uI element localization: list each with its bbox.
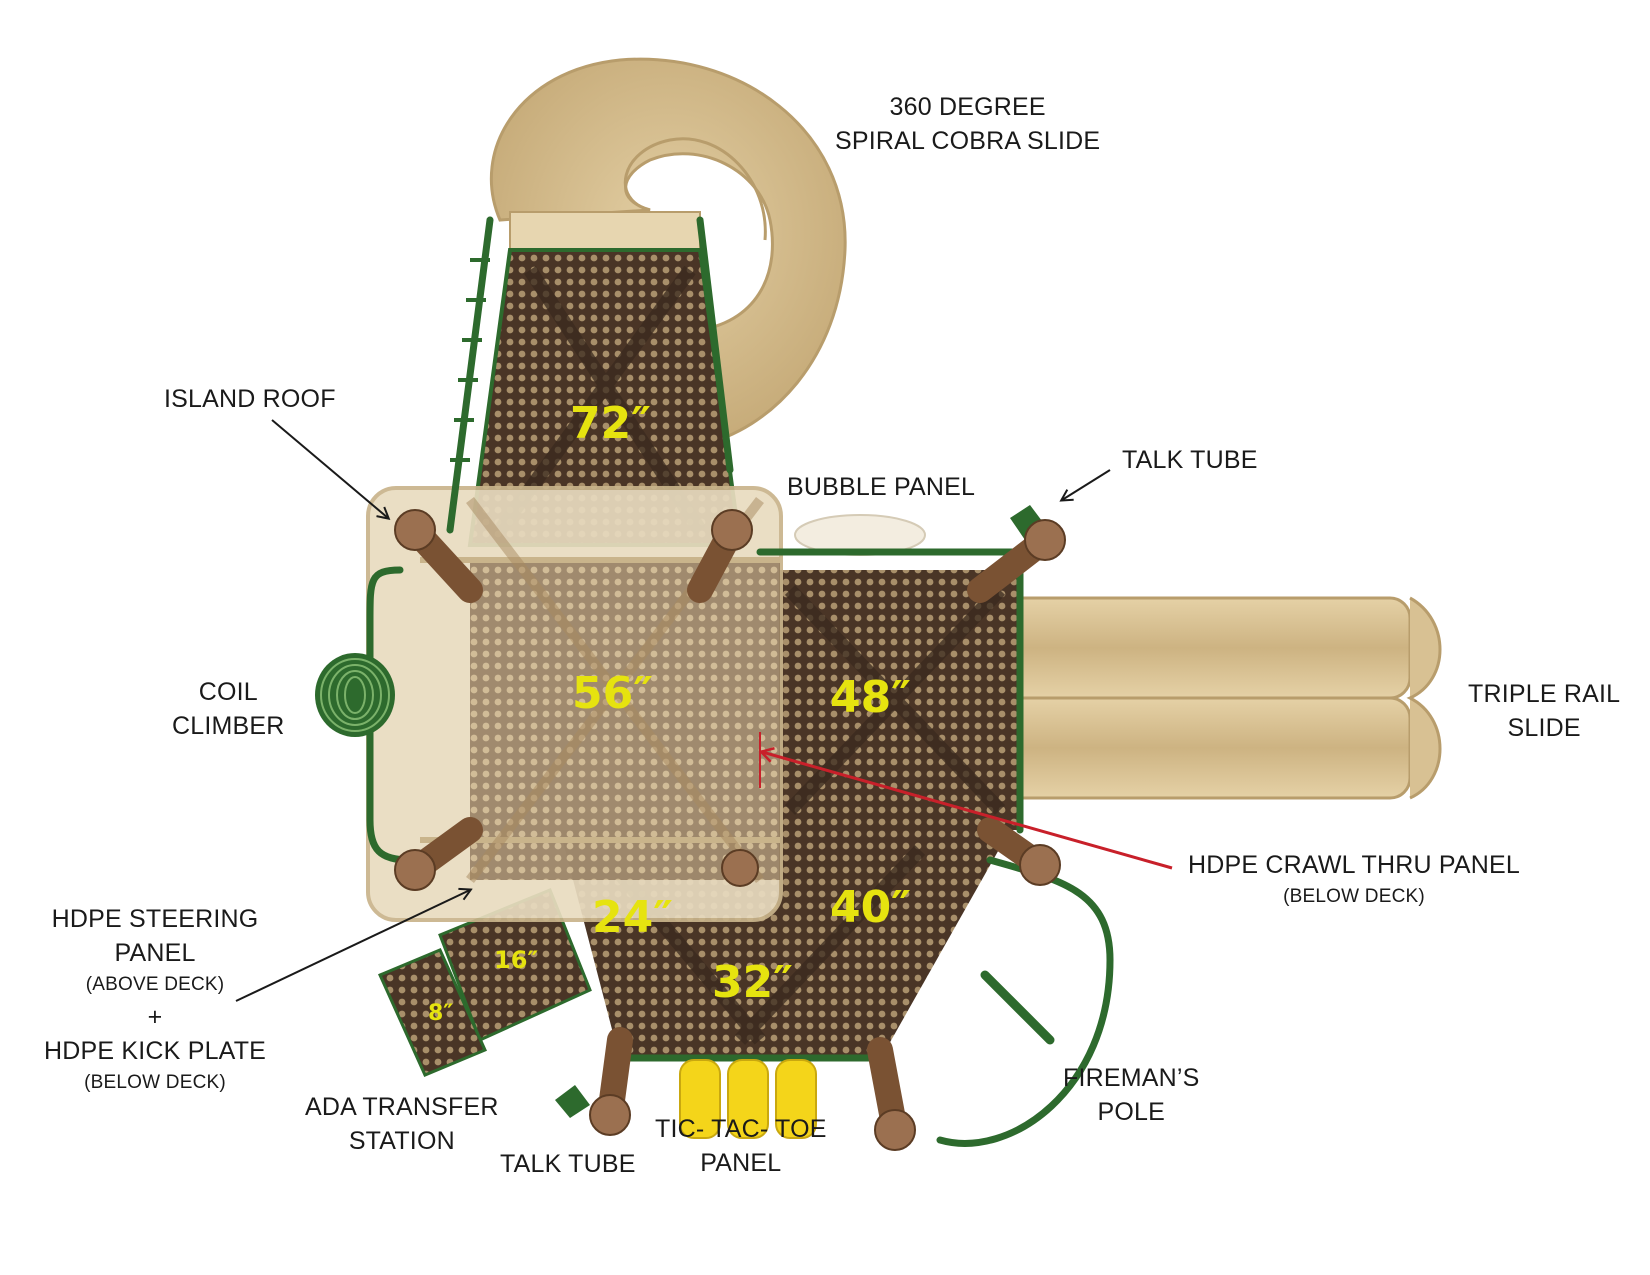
talk-tube-top-label: TALK TUBE <box>1122 446 1258 474</box>
plus-sign: + <box>147 1003 163 1031</box>
steering-panel-line2: PANEL <box>114 939 196 967</box>
coil-climber-label: COIL CLIMBER <box>172 675 285 743</box>
firemans-pole-bar <box>980 970 1055 1045</box>
spiral-slide-label-line1: 360 DEGREE <box>889 93 1046 121</box>
triple-rail-slide-label-line1: TRIPLE RAIL <box>1468 680 1621 708</box>
triple-rail-slide-label: TRIPLE RAIL SLIDE <box>1468 677 1620 745</box>
talk-tube-top-arrow <box>1062 469 1111 500</box>
steering-kick-label: HDPE STEERING PANEL (ABOVE DECK) + HDPE … <box>44 902 266 1098</box>
tic-tac-toe-line2: PANEL <box>700 1149 782 1177</box>
deck-height-32: 32″ <box>712 957 793 1008</box>
deck-height-16: 16″ <box>494 946 538 974</box>
ada-transfer-line1: ADA TRANSFER <box>305 1093 499 1121</box>
crawl-thru-panel-label-text: HDPE CRAWL THRU PANEL <box>1188 851 1521 879</box>
island-roof-label: ISLAND ROOF <box>164 385 336 413</box>
deck-height-56: 56″ <box>572 668 653 719</box>
crawl-thru-panel-label: HDPE CRAWL THRU PANEL (BELOW DECK) <box>1188 848 1520 912</box>
tic-tac-toe-panel-shape <box>679 1059 817 1139</box>
tic-tac-toe-label: TIC- TAC- TOE PANEL <box>655 1112 827 1180</box>
triple-rail-slide <box>988 596 1442 800</box>
firemans-pole-label: FIREMAN’S POLE <box>1063 1061 1200 1129</box>
ada-transfer-label: ADA TRANSFER STATION <box>305 1090 499 1158</box>
coil-climber <box>315 653 395 737</box>
coil-climber-label-line1: COIL <box>198 678 258 706</box>
deck-height-40: 40″ <box>830 882 911 933</box>
ramp-8 <box>377 948 488 1077</box>
talk-tube-bottom-shape <box>555 1085 590 1118</box>
triple-rail-slide-label-line2: SLIDE <box>1507 714 1581 742</box>
crawl-thru-panel-note: (BELOW DECK) <box>1283 886 1425 907</box>
steering-panel-line1: HDPE STEERING <box>51 905 259 933</box>
crawl-thru-arrow <box>762 752 1173 870</box>
spiral-slide-label: 360 DEGREE SPIRAL COBRA SLIDE <box>835 90 1100 158</box>
island-roof <box>366 486 783 922</box>
coil-climber-label-line2: CLIMBER <box>172 712 285 740</box>
firemans-pole-line1: FIREMAN’S <box>1063 1064 1200 1092</box>
firemans-pole-line2: POLE <box>1097 1098 1166 1126</box>
ada-transfer-line2: STATION <box>348 1127 455 1155</box>
deck-height-24: 24″ <box>592 892 673 943</box>
steering-panel-note: (ABOVE DECK) <box>85 974 225 995</box>
steering-panel-arrow <box>235 890 470 1002</box>
kick-plate-note: (BELOW DECK) <box>84 1072 226 1093</box>
bubble-panel-label: BUBBLE PANEL <box>787 473 976 501</box>
spiral-slide-label-line2: SPIRAL COBRA SLIDE <box>835 127 1101 155</box>
deck-height-72: 72″ <box>570 398 651 449</box>
tic-tac-toe-line1: TIC- TAC- TOE <box>655 1115 827 1143</box>
deck-height-48: 48″ <box>830 672 911 723</box>
kick-plate-text: HDPE KICK PLATE <box>44 1037 267 1065</box>
talk-tube-bottom-label: TALK TUBE <box>500 1150 636 1178</box>
spiral-slide <box>489 57 847 447</box>
ladder <box>450 258 490 462</box>
deck-height-8: 8″ <box>428 1001 453 1026</box>
island-roof-arrow <box>271 419 388 518</box>
posts <box>394 509 1066 1151</box>
